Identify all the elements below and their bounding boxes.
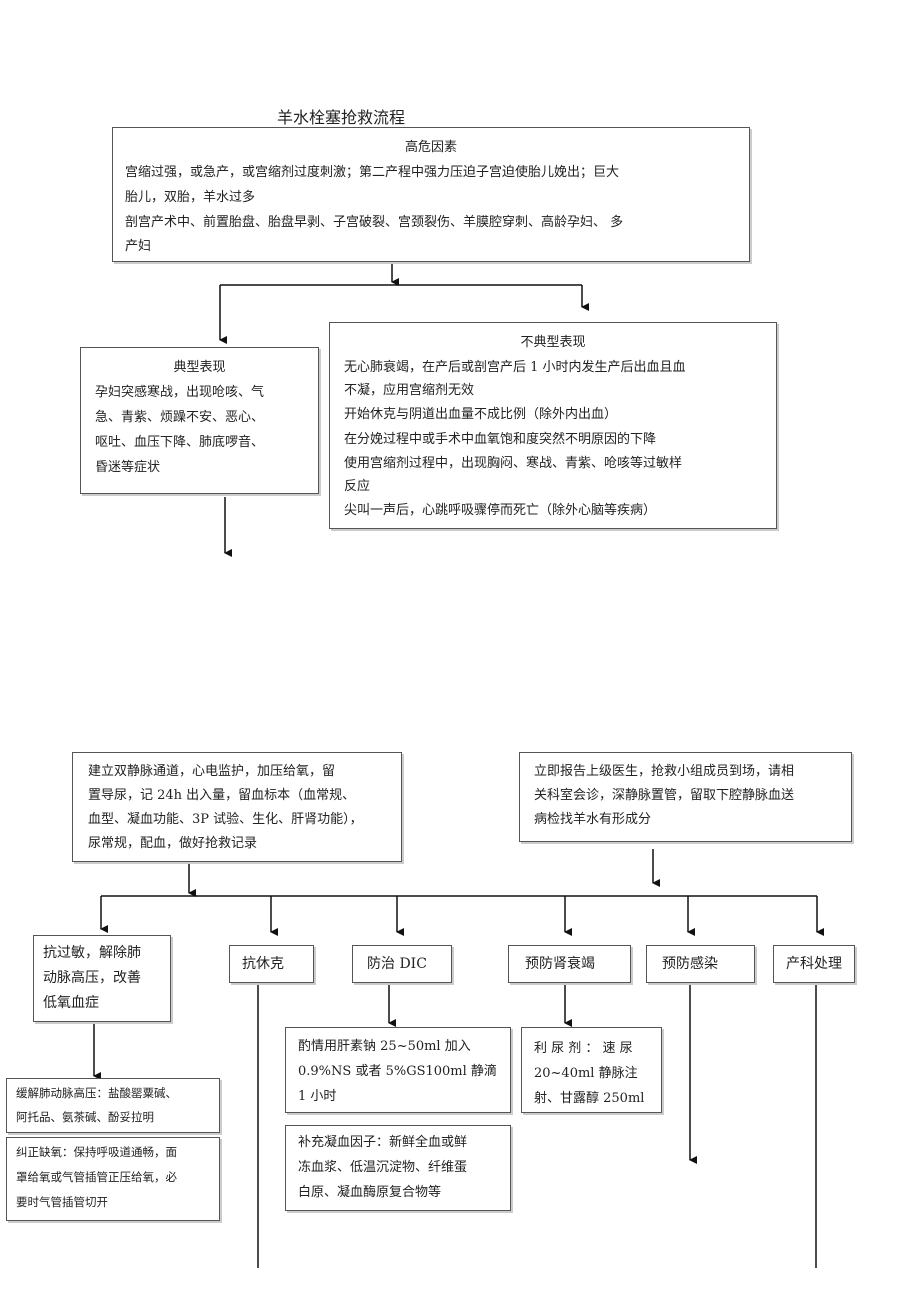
page-title: 羊水栓塞抢救流程 [277, 108, 406, 127]
left-action-line-2: 置导尿，记 24h 出入量，留血标本（血常规、 [88, 788, 356, 803]
diuretic-box: 利 尿 剂 ： 速 尿 20~40ml 静脉注 射、甘露醇 250ml [521, 1027, 662, 1113]
anti-shock-box: 抗休克 [229, 945, 314, 983]
typical-line-1: 孕妇突感寒战，出现呛咳、气 [95, 385, 265, 400]
atypical-line-1: 无心肺衰竭，在产后或剖宫产后 1 小时内发生产后出血且血 [344, 360, 686, 375]
obstetric-label: 产科处理 [786, 956, 842, 972]
typical-symptoms-box: 典型表现 孕妇突感寒战，出现呛咳、气 急、青紫、烦躁不安、恶心、 呕吐、血压下降… [80, 347, 319, 494]
risk-line-2: 胎儿，双胎，羊水过多 [125, 190, 256, 205]
atypical-heading: 不典型表现 [520, 335, 586, 350]
typical-heading: 典型表现 [173, 360, 226, 375]
infection-label: 预防感染 [662, 956, 718, 972]
risk-factors-heading: 高危因素 [404, 140, 457, 155]
right-action-line-2: 关科室会诊，深静脉置管，留取下腔静脉血送 [534, 788, 795, 803]
pulmonary-line-2: 阿托品、氨茶碱、酚妥拉明 [16, 1110, 154, 1124]
anti-allergy-line-2: 动脉高压，改善 [43, 970, 141, 986]
atypical-line-6: 反应 [344, 479, 371, 494]
hypoxia-box: 纠正缺氧：保持呼吸道通畅，面 罩给氧或气管插管正压给氧，必 要时气管插管切开 [6, 1137, 220, 1221]
clotting-line-3: 白原、凝血酶原复合物等 [298, 1185, 442, 1200]
obstetric-box: 产科处理 [773, 945, 855, 983]
dic-box: 防治 DIC [352, 945, 452, 983]
atypical-line-3: 开始休克与阴道出血量不成比例（除外内出血） [344, 407, 618, 422]
left-action-line-4: 尿常规，配血，做好抢救记录 [88, 836, 258, 851]
diuretic-line-2: 20~40ml 静脉注 [534, 1066, 638, 1081]
heparin-line-2: 0.9%NS 或者 5%GS100ml 静滴 [298, 1064, 497, 1079]
diuretic-line-3: 射、甘露醇 250ml [534, 1091, 645, 1106]
risk-factors-box: 高危因素 宫缩过强，或急产，或宫缩剂过度刺激；第二产程中强力压迫子宫迫使胎儿娩出… [112, 127, 750, 262]
pulmonary-line-1: 缓解肺动脉高压：盐酸罂粟碱、 [16, 1086, 177, 1100]
atypical-line-4: 在分娩过程中或手术中血氧饱和度突然不明原因的下降 [344, 432, 657, 447]
right-action-line-1: 立即报告上级医生，抢救小组成员到场，请相 [534, 764, 795, 779]
renal-box: 预防肾衰竭 [508, 945, 631, 983]
diuretic-line-1: 利 尿 剂 ： 速 尿 [534, 1041, 633, 1056]
right-action-line-3: 病检找羊水有形成分 [534, 812, 652, 827]
hypoxia-line-3: 要时气管插管切开 [16, 1195, 108, 1209]
heparin-line-1: 酌情用肝素钠 25~50ml 加入 [298, 1039, 471, 1054]
clotting-line-2: 冻血浆、低温沉淀物、纤维蛋 [298, 1160, 468, 1175]
clotting-line-1: 补充凝血因子：新鲜全血或鲜 [298, 1135, 468, 1150]
left-action-line-3: 血型、凝血功能、3P 试验、生化、肝肾功能）， [88, 812, 363, 827]
anti-shock-label: 抗休克 [242, 956, 284, 972]
risk-line-3: 剖宫产术中、前置胎盘、胎盘早剥、子宫破裂、宫颈裂伤、羊膜腔穿刺、高龄孕妇、 多 [125, 215, 624, 230]
anti-allergy-box: 抗过敏，解除肺 动脉高压，改善 低氧血症 [33, 935, 171, 1022]
hypoxia-line-2: 罩给氧或气管插管正压给氧，必 [16, 1170, 177, 1184]
atypical-line-7: 尖叫一声后，心跳呼吸骤停而死亡（除外心脑等疾病） [344, 503, 657, 518]
atypical-line-2: 不凝，应用宫缩剂无效 [344, 383, 475, 398]
anti-allergy-line-3: 低氧血症 [43, 995, 99, 1011]
right-action-box: 立即报告上级医生，抢救小组成员到场，请相 关科室会诊，深静脉置管，留取下腔静脉血… [519, 752, 852, 842]
hypoxia-line-1: 纠正缺氧：保持呼吸道通畅，面 [16, 1145, 177, 1159]
typical-line-2: 急、青紫、烦躁不安、恶心、 [95, 410, 265, 425]
clotting-factor-box: 补充凝血因子：新鲜全血或鲜 冻血浆、低温沉淀物、纤维蛋 白原、凝血酶原复合物等 [285, 1125, 511, 1211]
typical-line-3: 呕吐、血压下降、肺底啰音、 [95, 435, 265, 450]
risk-line-4: 产妇 [125, 239, 152, 254]
left-action-box: 建立双静脉通道，心电监护，加压给氧，留 置导尿，记 24h 出入量，留血标本（血… [72, 752, 402, 862]
atypical-symptoms-box: 不典型表现 无心肺衰竭，在产后或剖宫产后 1 小时内发生产后出血且血 不凝，应用… [329, 322, 777, 529]
typical-line-4: 昏迷等症状 [95, 460, 161, 475]
left-action-line-1: 建立双静脉通道，心电监护，加压给氧，留 [88, 764, 336, 779]
risk-line-1: 宫缩过强，或急产，或宫缩剂过度刺激；第二产程中强力压迫子宫迫使胎儿娩出；巨大 [125, 165, 620, 180]
dic-label: 防治 DIC [367, 956, 427, 972]
pulmonary-box: 缓解肺动脉高压：盐酸罂粟碱、 阿托品、氨茶碱、酚妥拉明 [6, 1078, 220, 1133]
infection-box: 预防感染 [646, 945, 755, 983]
atypical-line-5: 使用宫缩剂过程中，出现胸闷、寒战、青紫、呛咳等过敏样 [344, 456, 683, 471]
heparin-box: 酌情用肝素钠 25~50ml 加入 0.9%NS 或者 5%GS100ml 静滴… [285, 1027, 511, 1113]
renal-label: 预防肾衰竭 [525, 956, 595, 972]
anti-allergy-line-1: 抗过敏，解除肺 [43, 945, 141, 961]
heparin-line-3: 1 小时 [298, 1089, 337, 1104]
